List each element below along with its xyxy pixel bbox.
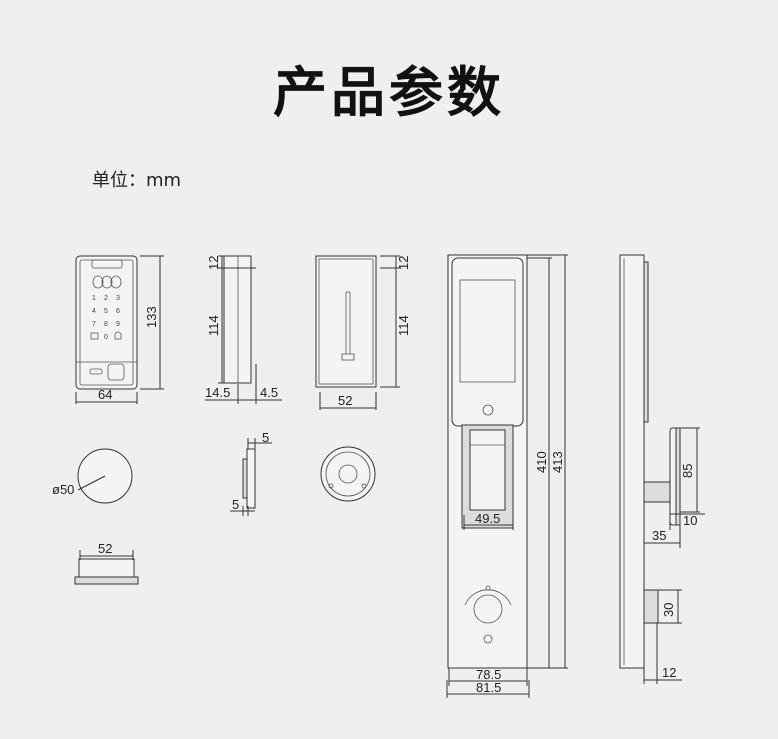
keypad-key: 2 (104, 295, 108, 302)
round-cover-view: ø50 (52, 448, 133, 504)
keypad-key: 1 (92, 295, 96, 302)
small-plate-side-view: 5 5 (230, 430, 272, 516)
dim-side-depth: 14.5 (205, 385, 230, 400)
handle-front-view: 410 413 49.5 78.5 81.5 (446, 254, 568, 698)
dim-side-height: 114 (206, 315, 221, 336)
keypad-key: 9 (116, 321, 120, 328)
dim-keypad-width: 64 (98, 387, 112, 402)
dim-back-width: 52 (338, 393, 352, 408)
dim-side-thin: 4.5 (260, 385, 278, 400)
dim-profile-knob: 30 (661, 603, 676, 617)
dim-profile-lever-depth: 35 (652, 528, 666, 543)
dim-circle-diameter: ø50 (52, 482, 74, 497)
cylinder-side-view: 52 (74, 541, 139, 585)
dim-back-height: 114 (396, 315, 411, 336)
keypad-front-view: 1 2 3 4 5 6 7 8 9 0 64 133 (75, 255, 164, 404)
handle-profile-view: 85 10 35 30 12 (619, 254, 705, 684)
keypad-key: 3 (116, 295, 120, 302)
cylinder-front-view (320, 446, 376, 502)
dim-handle-inner-height: 410 (534, 451, 549, 473)
dim-handle-lever-width: 49.5 (475, 511, 500, 526)
dim-handle-outer-height: 413 (550, 451, 565, 473)
dim-handle-inner-width: 78.5 (476, 667, 501, 682)
dim-back-top: 12 (396, 256, 411, 270)
dim-small-bottom: 5 (232, 497, 239, 512)
keypad-key: 0 (104, 334, 108, 341)
keypad-key: 5 (104, 308, 108, 315)
dim-cylinder-width: 52 (98, 541, 112, 556)
dim-profile-depth: 12 (662, 665, 676, 680)
keypad-key: 7 (92, 321, 96, 328)
dim-profile-lever-thick: 10 (683, 513, 697, 528)
back-plate-view: 12 114 52 (315, 255, 411, 410)
keypad-key: 6 (116, 308, 120, 315)
dim-side-top: 12 (206, 256, 221, 270)
dim-profile-lever-height: 85 (680, 464, 695, 478)
keypad-key: 8 (104, 321, 108, 328)
keypad-key: 4 (92, 308, 96, 315)
page-title: 产品参数 (273, 61, 505, 124)
keypad-side-view: 12 114 14.5 4.5 (205, 255, 282, 404)
dim-keypad-height: 133 (144, 306, 159, 328)
dim-small-top: 5 (262, 430, 269, 445)
dim-handle-outer-width: 81.5 (476, 680, 501, 695)
unit-label: 单位：mm (92, 170, 182, 191)
